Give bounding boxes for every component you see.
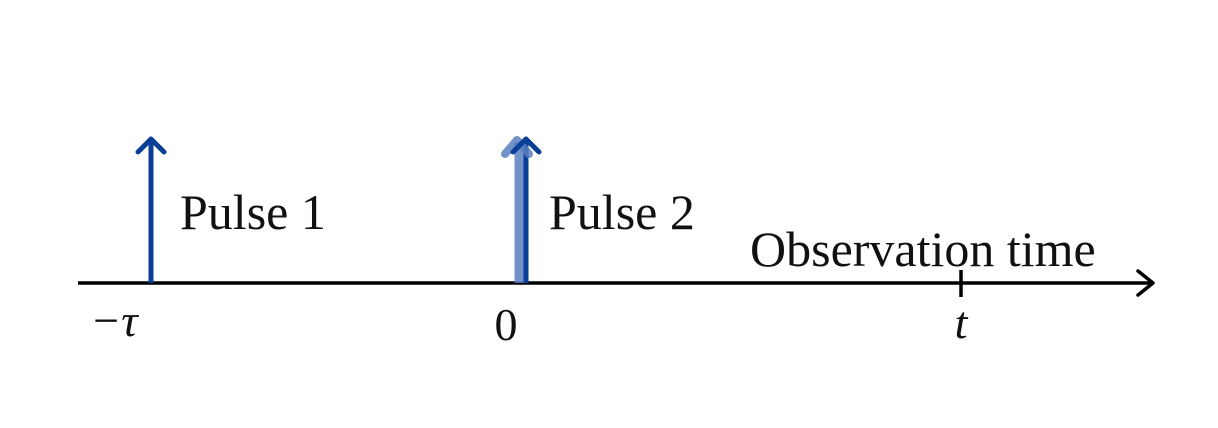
pulse-2-arrowhead-light <box>501 136 533 158</box>
time-axis <box>78 269 1155 297</box>
pulse-1: Pulse 1 −τ <box>90 136 326 346</box>
pulse-1-label: Pulse 1 <box>180 184 326 240</box>
pulse-1-time-label: −τ <box>90 295 139 346</box>
pulse-2-label: Pulse 2 <box>549 184 695 240</box>
observation-label: Observation time <box>750 221 1096 277</box>
time-axis-arrowhead <box>1136 269 1155 297</box>
pulse-1-arrowhead <box>135 136 167 155</box>
observation-marker: Observation time t <box>750 221 1096 348</box>
observation-time-label: t <box>955 297 969 348</box>
pulse-2: Pulse 2 0 <box>495 136 695 350</box>
pulse-2-time-label: 0 <box>495 299 518 350</box>
pulse-2-arrowhead <box>510 136 542 155</box>
